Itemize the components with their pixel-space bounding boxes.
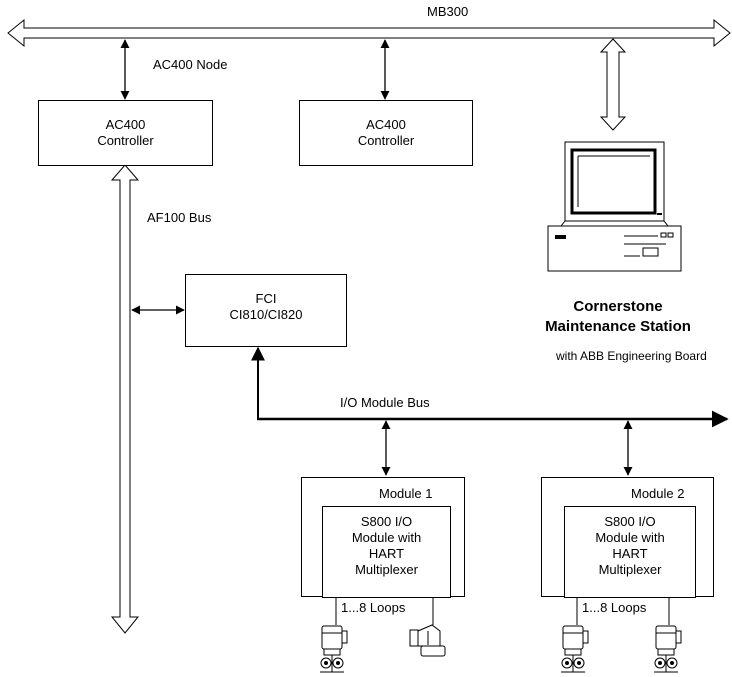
controller-left-line1: AC400	[105, 117, 146, 132]
controller-mid-line1: AC400	[366, 117, 406, 132]
ac400-node-label: AC400 Node	[153, 57, 228, 72]
station-title: Cornerstone Maintenance Station	[545, 297, 691, 337]
module1-inner-line4: Multiplexer	[355, 562, 418, 577]
module2-title: Module 2	[631, 486, 685, 501]
field-transmitter-icon	[561, 625, 589, 673]
mb300-bus-arrow	[7, 18, 731, 48]
field-transmitter-icon	[409, 624, 446, 657]
station-title-line2: Maintenance Station	[545, 318, 691, 335]
module1-s800-box: S800 I/O Module with HART Multiplexer	[322, 506, 451, 598]
module1-loops-label: 1...8 Loops	[341, 600, 406, 615]
module2-loops-label: 1...8 Loops	[582, 600, 647, 615]
module1-box: Module 1 S800 I/O Module with HART Multi…	[301, 477, 465, 598]
af100-bus-label: AF100 Bus	[147, 210, 212, 225]
io-module-bus-label: I/O Module Bus	[340, 395, 430, 410]
field-transmitter-icon	[654, 625, 682, 673]
controller-mid-line2: Controller	[357, 133, 415, 148]
module1-inner-line1: S800 I/O	[360, 514, 413, 529]
module2-s800-box: S800 I/O Module with HART Multiplexer	[564, 506, 696, 598]
module2-inner-line2: Module with	[595, 530, 665, 545]
fci-box: FCI CI810/CI820	[185, 274, 347, 347]
station-subtitle: with ABB Engineering Board	[556, 349, 707, 363]
fci-line2: CI810/CI820	[229, 307, 303, 322]
module2-inner-line4: Multiplexer	[598, 562, 662, 577]
controller-left-line2: Controller	[97, 133, 154, 148]
module2-inner-line3: HART	[612, 546, 648, 561]
mb300-to-station-arrow	[599, 38, 627, 131]
field-transmitter-icon	[320, 625, 348, 673]
module2-box: Module 2 S800 I/O Module with HART Multi…	[541, 477, 714, 598]
af100-bus-arrow	[110, 164, 140, 634]
module1-inner-line3: HART	[368, 546, 405, 561]
fci-line1: FCI	[255, 291, 277, 306]
station-title-line1: Cornerstone	[573, 298, 663, 315]
mb300-label: MB300	[427, 4, 469, 19]
module1-inner-line2: Module with	[351, 530, 422, 545]
ac400-controller-left: AC400 Controller	[38, 100, 213, 166]
ac400-controller-mid: AC400 Controller	[299, 100, 473, 166]
module1-title: Module 1	[379, 486, 433, 501]
module2-inner-line1: S800 I/O	[604, 514, 656, 529]
pc-workstation-icon	[547, 141, 682, 272]
